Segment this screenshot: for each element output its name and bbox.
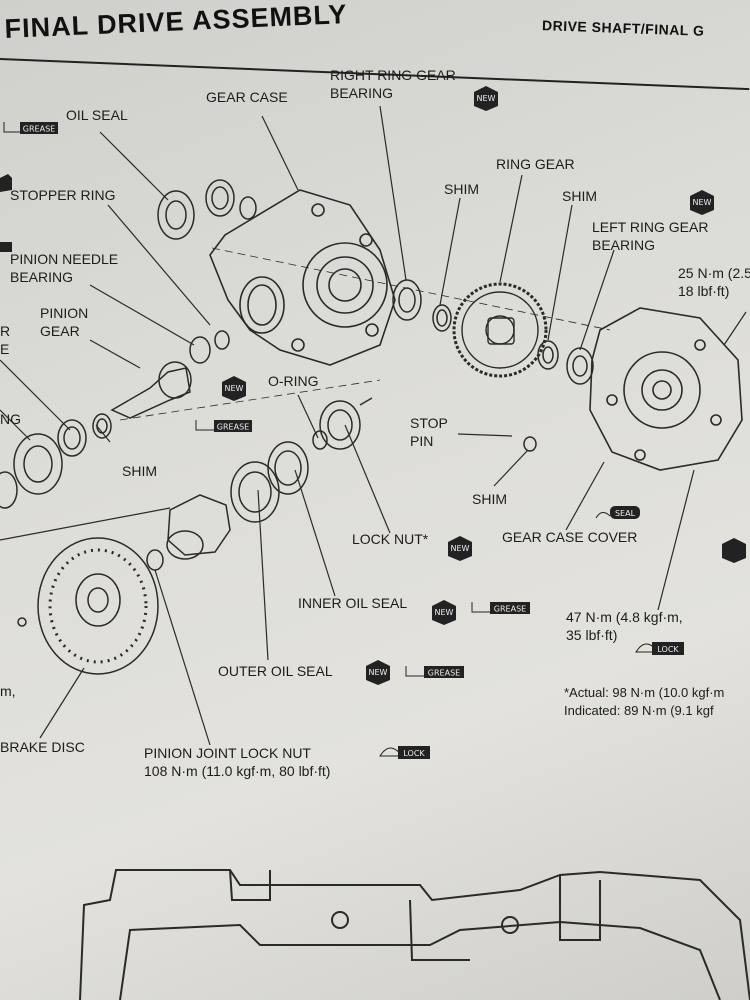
label-fragment-ng: NG [0, 411, 21, 427]
label-gear-case-cover: GEAR CASE COVER [502, 529, 638, 545]
brake-disc-shape [17, 537, 159, 675]
gear-case-housing [209, 189, 396, 366]
grease-icon-text: GREASE [217, 423, 249, 432]
label-outer-oil-seal: OUTER OIL SEAL [218, 663, 333, 679]
ring-gear [452, 282, 548, 378]
axis-lines [119, 247, 611, 421]
new-icon: NEW [366, 660, 390, 685]
grease-icon-text: GREASE [428, 669, 460, 678]
label-torque-47: 47 N·m (4.8 kgf·m, 35 lbf·ft) [566, 609, 683, 643]
new-icon [0, 174, 12, 192]
label-fragment-m: m, [0, 683, 16, 699]
pinion-joint-flange [146, 494, 231, 571]
new-icon-text: NEW [477, 94, 496, 103]
lock-icon: LOCK [379, 746, 430, 759]
bearings-and-shims [0, 179, 594, 509]
new-icon-text: NEW [225, 384, 244, 393]
label-actual-note: *Actual: 98 N·m (10.0 kgf·m Indicated: 8… [564, 685, 725, 718]
lock-nut-shape [319, 397, 373, 450]
grease-icon: GREASE [3, 122, 58, 134]
label-pinion-gear: PINION GEAR [40, 305, 89, 339]
grease-icon-text: GREASE [23, 125, 55, 134]
new-icon: NEW [690, 190, 714, 215]
grease-icon-text: GREASE [494, 605, 526, 614]
label-lock-nut: LOCK NUT* [352, 531, 429, 547]
new-icon: NEW [474, 86, 498, 111]
cross-section-drawing [79, 869, 750, 1000]
new-icon: NEW [432, 600, 456, 625]
grease-icon: GREASE [195, 420, 252, 432]
pinion-gear-shape [110, 361, 192, 419]
label-pinion-joint-lock-nut: PINION JOINT LOCK NUT 108 N·m (11.0 kgf·… [144, 745, 331, 779]
new-icon-text: NEW [693, 198, 712, 207]
label-o-ring: O-RING [268, 373, 319, 389]
label-stopper-ring: STOPPER RING [10, 187, 116, 203]
gear-case-cover [589, 307, 743, 471]
new-icon: NEW [222, 376, 246, 401]
label-torque-25: 25 N·m (2.5 18 lbf·ft) [678, 265, 750, 299]
new-icon [722, 538, 746, 563]
grease-icon [0, 242, 12, 252]
label-oil-seal: OIL SEAL [66, 107, 128, 123]
label-gear-case: GEAR CASE [206, 89, 288, 105]
label-shim-bottom: SHIM [472, 491, 507, 507]
leader-lines [0, 105, 747, 746]
new-icon: NEW [448, 536, 472, 561]
label-fragment-re: R E [0, 323, 11, 357]
seal-icon: SEAL [595, 506, 640, 519]
label-pinion-needle-bearing: PINION NEEDLE BEARING [10, 251, 119, 285]
label-shim-left: SHIM [122, 463, 157, 479]
label-inner-oil-seal: INNER OIL SEAL [298, 595, 408, 611]
grease-icon: GREASE [471, 602, 530, 614]
new-icon-text: NEW [369, 668, 388, 677]
oil-seal-shapes [230, 441, 309, 523]
label-left-ring-gear-bearing: LEFT RING GEAR BEARING [592, 219, 709, 253]
seal-icon-text: SEAL [615, 509, 636, 518]
label-shim-top: SHIM [444, 181, 479, 197]
label-ring-gear: RING GEAR [496, 156, 575, 172]
label-shim-right: SHIM [562, 188, 597, 204]
new-icon-text: NEW [451, 544, 470, 553]
label-right-ring-gear-bearing: RIGHT RING GEAR BEARING [330, 67, 456, 101]
grease-icon: GREASE [405, 666, 464, 678]
lock-icon-text: LOCK [403, 749, 425, 758]
label-stop-pin: STOP PIN [410, 415, 448, 449]
lock-icon-text: LOCK [657, 645, 679, 654]
label-brake-disc: BRAKE DISC [0, 739, 85, 755]
lock-icon: LOCK [635, 642, 684, 655]
new-icon-text: NEW [435, 608, 454, 617]
